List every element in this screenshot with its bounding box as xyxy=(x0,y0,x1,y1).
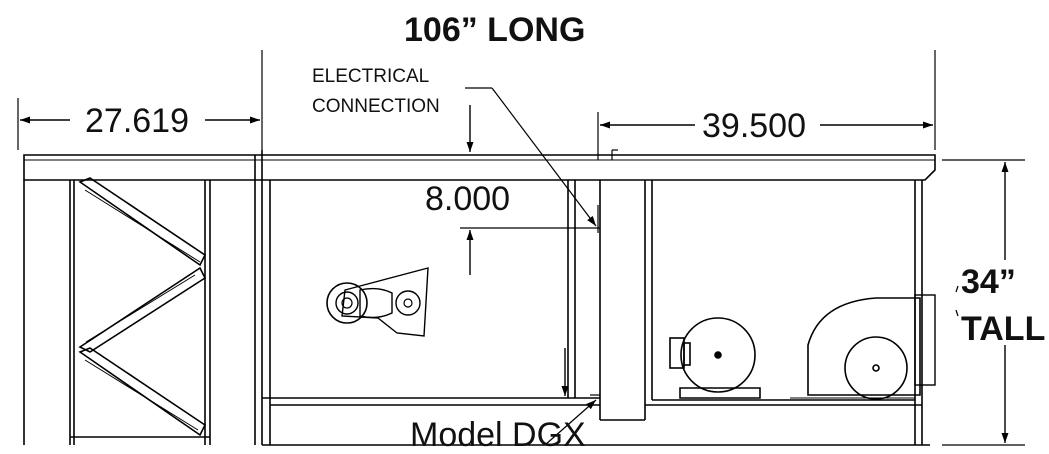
electrical-connection-label-line2: CONNECTION xyxy=(312,96,440,117)
burner-section xyxy=(261,180,930,446)
dimension-lines xyxy=(20,105,1009,443)
extension-lines xyxy=(17,50,1025,446)
model-label: Model DGX xyxy=(410,416,586,454)
left-width-dimension: 27.619 xyxy=(85,102,189,140)
height-dimension-label: TALL xyxy=(961,310,1046,348)
divider-panel xyxy=(599,180,653,421)
motor xyxy=(669,317,761,399)
blower xyxy=(807,297,921,400)
right-width-dimension: 39.500 xyxy=(702,107,806,145)
height-dimension-value: 34” xyxy=(961,263,1016,301)
roof-panel xyxy=(23,154,936,181)
connection-height-dimension: 8.000 xyxy=(425,180,511,218)
filter-section xyxy=(23,177,256,445)
blower-section xyxy=(645,180,936,445)
leader-lines xyxy=(465,87,959,446)
drawing-title: 106” LONG xyxy=(404,11,586,49)
electrical-connection-label-line1: ELECTRICAL xyxy=(312,66,430,87)
